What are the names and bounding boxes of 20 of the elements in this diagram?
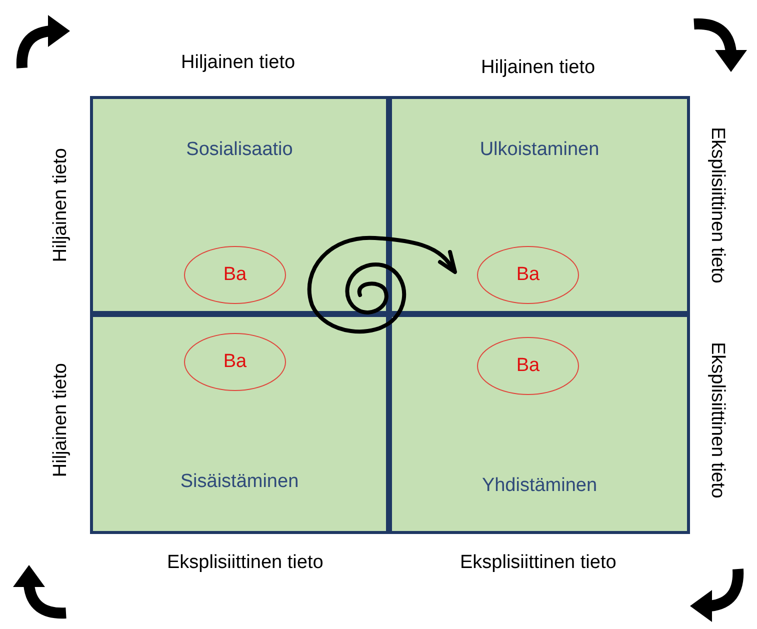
axis-label: Hiljainen tieto — [481, 57, 596, 79]
axis-label: Eksplisiittinen tieto — [460, 552, 616, 574]
quadrant-title: Sisäistäminen — [179, 471, 300, 493]
axis-label: Hiljainen tieto — [50, 363, 72, 478]
axis-label: Eksplisiittinen tieto — [167, 552, 324, 574]
ellipse-node: Ba — [477, 246, 579, 304]
axis-label: Hiljainen tieto — [181, 52, 296, 74]
quadrant-panel — [389, 96, 690, 314]
quadrant-title: Sosialisaatio — [185, 139, 294, 161]
quadrant-panel — [90, 96, 389, 314]
quadrant-title: Yhdistäminen — [480, 475, 598, 497]
quadrant-panel — [90, 314, 389, 534]
axis-label: Eksplisiittinen tieto — [706, 127, 728, 284]
quadrant-title: Ulkoistaminen — [478, 139, 600, 161]
quadrant-panel — [389, 314, 690, 534]
ellipse-node: Ba — [184, 246, 286, 304]
axis-label: Hiljainen tieto — [50, 148, 72, 262]
axis-label: Eksplisiittinen tieto — [706, 342, 728, 498]
ellipse-node: Ba — [184, 333, 286, 391]
ellipse-node: Ba — [477, 337, 579, 395]
